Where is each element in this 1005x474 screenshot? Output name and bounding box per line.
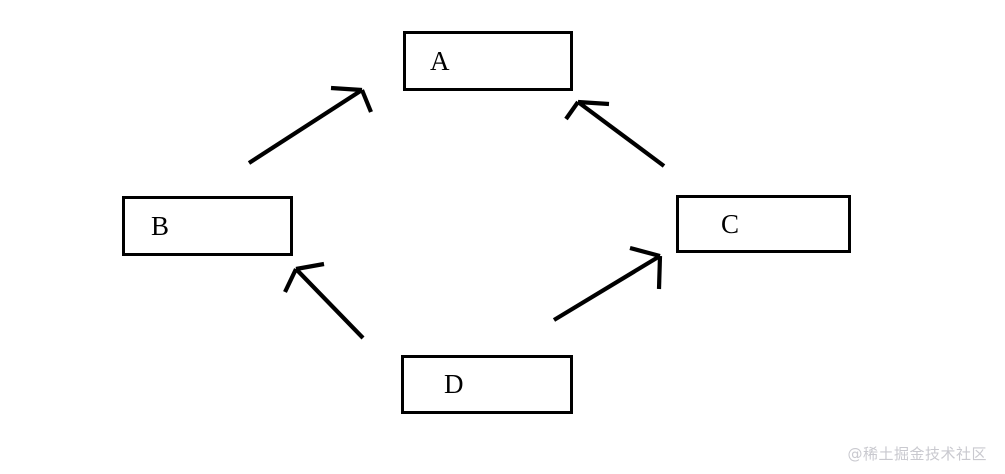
node-a[interactable]: A <box>403 31 573 91</box>
edge-d-to-c-arrowhead-barb-left <box>629 245 661 259</box>
watermark-text: @稀土掘金技术社区 <box>847 445 987 463</box>
edge-b-to-a-arrowhead-barb-right <box>360 89 373 113</box>
edge-d-to-b <box>283 261 365 340</box>
node-d[interactable]: D <box>401 355 573 414</box>
node-c-label: C <box>721 208 740 239</box>
edge-d-to-b-arrowhead-barb-left <box>283 268 298 293</box>
edge-b-to-a-arrowhead-barb-left <box>330 85 363 93</box>
edge-c-to-a-shaft <box>576 100 666 168</box>
edge-b-to-a-shaft <box>247 88 364 165</box>
edge-b-to-a <box>247 85 373 165</box>
edge-d-to-b-arrowhead-barb-right <box>295 261 325 272</box>
node-d-label: D <box>444 369 464 399</box>
edge-d-to-c-shaft <box>552 254 662 322</box>
edge-d-to-c <box>552 245 663 322</box>
node-c[interactable]: C <box>676 195 851 253</box>
edge-c-to-a-arrowhead-barb-right <box>577 99 610 107</box>
node-b-label: B <box>151 210 170 241</box>
edge-c-to-a-arrowhead-barb-left <box>564 100 580 121</box>
edge-c-to-a <box>564 99 666 168</box>
node-a-label: A <box>430 45 450 76</box>
edge-d-to-b-shaft <box>294 267 365 340</box>
edge-d-to-c-arrowhead-barb-down <box>656 255 663 290</box>
node-b[interactable]: B <box>122 196 293 256</box>
